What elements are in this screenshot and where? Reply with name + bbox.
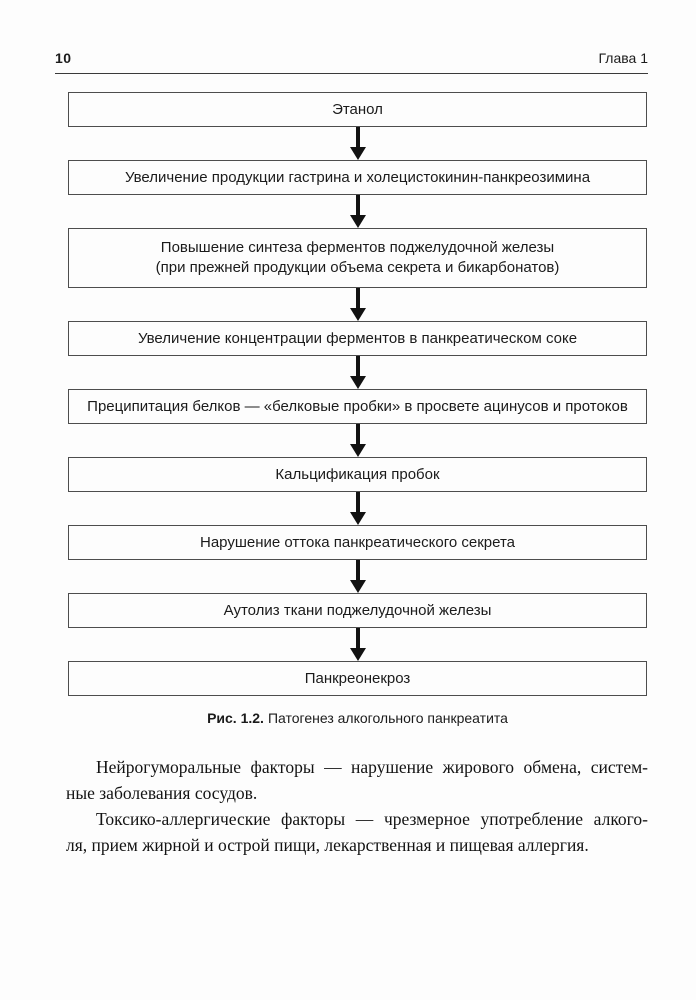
- arrow-down-icon: [68, 288, 647, 321]
- arrow-shaft: [355, 424, 360, 444]
- flow-node-gastrin: Увеличение продукции гастрина и холецист…: [68, 160, 647, 195]
- arrow-head: [349, 215, 366, 228]
- figure-caption-text: Патогенез алкогольного панкреатита: [267, 710, 508, 726]
- arrow-shaft: [355, 492, 360, 512]
- flow-node-calcification: Кальцификация пробок: [68, 457, 647, 492]
- arrow-shaft: [355, 195, 360, 215]
- arrow-head: [349, 648, 366, 661]
- arrow-head: [349, 444, 366, 457]
- flow-node-etanol: Этанол: [68, 92, 647, 127]
- arrow-head: [349, 147, 366, 160]
- running-header: 10 Глава 1: [55, 50, 648, 74]
- page-number: 10: [55, 50, 72, 66]
- flow-node-concentration: Увеличение концентрации ферментов в панк…: [68, 321, 647, 356]
- flowchart-figure: Этанол Увеличение продукции гастрина и х…: [68, 92, 647, 726]
- paragraph-neurohumoral: Нейрогуморальные факторы — нарушение жир…: [66, 754, 648, 806]
- arrow-shaft: [355, 127, 360, 147]
- arrow-down-icon: [68, 356, 647, 389]
- flow-node-autolysis: Аутолиз ткани поджелудочной железы: [68, 593, 647, 628]
- arrow-down-icon: [68, 560, 647, 593]
- text-line: ля, прием жирной и острой пищи, лекарств…: [66, 835, 589, 855]
- body-text: Нейрогуморальные факторы — нарушение жир…: [66, 754, 648, 858]
- flow-node-synthesis: Повышение синтеза ферментов поджелудочно…: [68, 228, 647, 288]
- arrow-down-icon: [68, 195, 647, 228]
- paragraph-toxic-allergic: Токсико-аллергические факторы — чрезмерн…: [66, 806, 648, 858]
- chapter-title: Глава 1: [598, 50, 649, 66]
- arrow-down-icon: [68, 492, 647, 525]
- figure-caption-label: Рис. 1.2.: [207, 710, 264, 726]
- arrow-head: [349, 580, 366, 593]
- arrow-shaft: [355, 356, 360, 376]
- flow-node-pancreonecrosis: Панкреонекроз: [68, 661, 647, 696]
- arrow-head: [349, 512, 366, 525]
- arrow-shaft: [355, 560, 360, 580]
- arrow-shaft: [355, 628, 360, 648]
- arrow-shaft: [355, 288, 360, 308]
- figure-caption: Рис. 1.2.Патогенез алкогольного панкреат…: [68, 710, 647, 726]
- arrow-head: [349, 308, 366, 321]
- flow-node-precipitation: Преципитация белков — «белковые пробки» …: [68, 389, 647, 424]
- text-line: Нейрогуморальные факторы — нарушение жир…: [96, 757, 648, 777]
- text-line: Токсико-аллергические факторы — чрезмерн…: [96, 809, 648, 829]
- arrow-head: [349, 376, 366, 389]
- arrow-down-icon: [68, 628, 647, 661]
- arrow-down-icon: [68, 424, 647, 457]
- text-line: ные заболевания сосудов.: [66, 783, 258, 803]
- arrow-down-icon: [68, 127, 647, 160]
- flow-node-outflow: Нарушение оттока панкреатического секрет…: [68, 525, 647, 560]
